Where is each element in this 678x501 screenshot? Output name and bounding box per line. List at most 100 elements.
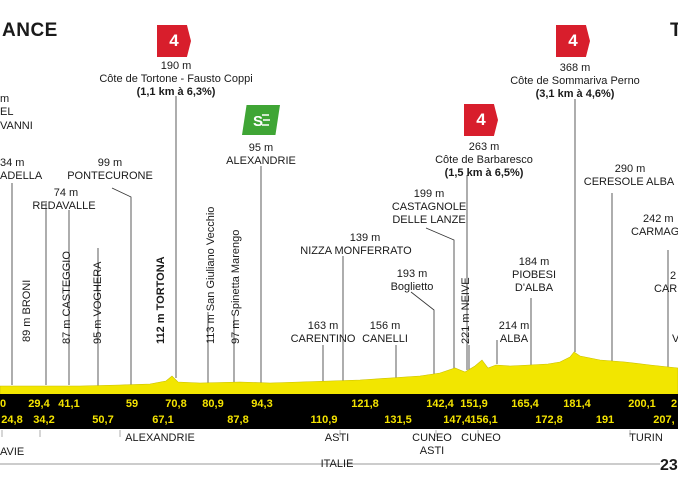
city-label-partial: AVIE (0, 446, 25, 458)
leader-lines (11, 96, 669, 386)
city-label: TURIN (629, 432, 663, 444)
band-ticks (1, 430, 631, 437)
category-4-badge: 4 (556, 25, 590, 57)
km-marker: 41,1 (58, 398, 80, 410)
vertical-place-label: 112 m TORTONA (155, 256, 167, 344)
km-marker: 191 (595, 414, 615, 426)
distance-band (0, 394, 678, 429)
city-label: CUNEO (461, 432, 501, 444)
km-marker: 131,5 (384, 414, 412, 426)
place-label: CARMAGN (631, 226, 678, 238)
climb-name: Côte de Barbaresco (435, 154, 533, 166)
place-label: CASTAGNOLE (391, 201, 467, 213)
km-marker: 59 (125, 398, 139, 410)
city-label: ALEXANDRIE (125, 432, 195, 444)
km-marker: 94,3 (251, 398, 273, 410)
place-label: CARENTINO (290, 333, 356, 345)
km-marker: 181,4 (563, 398, 591, 410)
leader-line (425, 227, 455, 377)
km-marker: 165,4 (511, 398, 539, 410)
place-label-partial: CARI (654, 283, 678, 295)
km-marker: 156,1 (470, 414, 498, 426)
place-altitude: 163 m (307, 320, 339, 332)
place-label: CANELLI (362, 333, 408, 345)
place-altitude: 214 m (498, 320, 530, 332)
vertical-place-label: 89 m BRONI (21, 279, 33, 342)
leader-line (410, 291, 435, 378)
place-label: NIZZA MONFERRATO (300, 245, 412, 257)
place-label-partial: ADELLA (0, 170, 43, 182)
place-altitude: 290 m (614, 163, 646, 175)
sprint-icon: S (242, 105, 280, 135)
place-label: ALBA (499, 333, 529, 345)
km-marker: 121,8 (351, 398, 379, 410)
place-label-partial: EL (0, 106, 14, 118)
category-4-badge: 4 (157, 25, 191, 57)
climb-name: Côte de Sommariva Perno (510, 75, 640, 87)
total-distance: 23 (660, 457, 678, 474)
climb-altitude: 190 m (160, 60, 192, 72)
place-label-partial: VANNI (0, 120, 33, 132)
place-altitude: 156 m (369, 320, 401, 332)
place-altitude: 139 m (349, 232, 381, 244)
km-marker: 207, (653, 414, 675, 426)
stage-title-right: T (670, 20, 678, 41)
place-altitude: 99 m (97, 157, 123, 169)
km-marker: 80,9 (202, 398, 224, 410)
km-marker: 200,1 (628, 398, 656, 410)
place-label: D'ALBA (514, 282, 554, 294)
km-marker: 29,4 (28, 398, 50, 410)
place-label-partial: 34 m (0, 157, 25, 169)
km-marker: 70,8 (165, 398, 187, 410)
km-marker: 67,1 (152, 414, 174, 426)
climb-detail: (3,1 km à 4,6%) (535, 88, 615, 100)
vertical-place-label: 95 m VOGHERA (92, 261, 104, 344)
sprint-arrows-icon: S (253, 113, 270, 129)
place-label: REDAVALLE (32, 200, 96, 212)
climb-altitude: 263 m (468, 141, 500, 153)
climb-detail: (1,5 km à 6,5%) (444, 167, 524, 179)
km-marker: 147,4 (443, 414, 471, 426)
km-marker: 2 (670, 398, 678, 410)
place-label-partial: m (0, 93, 10, 105)
place-altitude: 74 m (53, 187, 79, 199)
vertical-place-label: 221 m NEIVE (460, 277, 472, 344)
place-label-partial: V (672, 333, 678, 345)
km-marker: 34,2 (33, 414, 55, 426)
city-label: ASTI (419, 445, 445, 457)
vertical-place-label: 87 m CASTEGGIO (61, 251, 73, 344)
place-altitude: 199 m (413, 188, 445, 200)
place-label: PONTECURONE (67, 170, 153, 182)
climb-altitude: 368 m (559, 62, 591, 74)
svg-text:S: S (253, 113, 263, 129)
category-4-badge: 4 (464, 104, 498, 136)
city-label: CUNEO (412, 432, 452, 444)
vertical-place-label: 113 m San Giuliano Vecchio (205, 206, 217, 344)
vertical-place-label: 97 m Spinetta Marengo (230, 229, 242, 344)
km-marker: 50,7 (92, 414, 114, 426)
km-marker: 151,9 (460, 398, 488, 410)
place-label: Boglietto (390, 281, 434, 293)
country-label: ITALIE (320, 458, 354, 470)
km-marker: 87,8 (227, 414, 249, 426)
sprint-place: ALEXANDRIE (226, 155, 296, 167)
place-altitude: 193 m (396, 268, 428, 280)
place-label: PIOBESI (511, 269, 557, 281)
km-marker: 0 (0, 398, 7, 410)
place-altitude: 184 m (518, 256, 550, 268)
city-label: ASTI (324, 432, 350, 444)
climb-name: Côte de Tortone - Fausto Coppi (99, 73, 253, 85)
km-marker: 110,9 (310, 414, 338, 426)
place-label: CERESOLE ALBA (583, 176, 675, 188)
stage-title-left: ANCE (2, 20, 58, 41)
sprint-altitude: 95 m (248, 142, 274, 154)
elevation-profile (0, 351, 678, 396)
place-label: DELLE LANZE (392, 214, 466, 226)
place-label-partial: 2 (670, 270, 677, 282)
leader-line (111, 187, 132, 386)
km-marker: 142,4 (426, 398, 454, 410)
climb-detail: (1,1 km à 6,3%) (136, 86, 216, 98)
place-altitude: 242 m (643, 213, 674, 225)
